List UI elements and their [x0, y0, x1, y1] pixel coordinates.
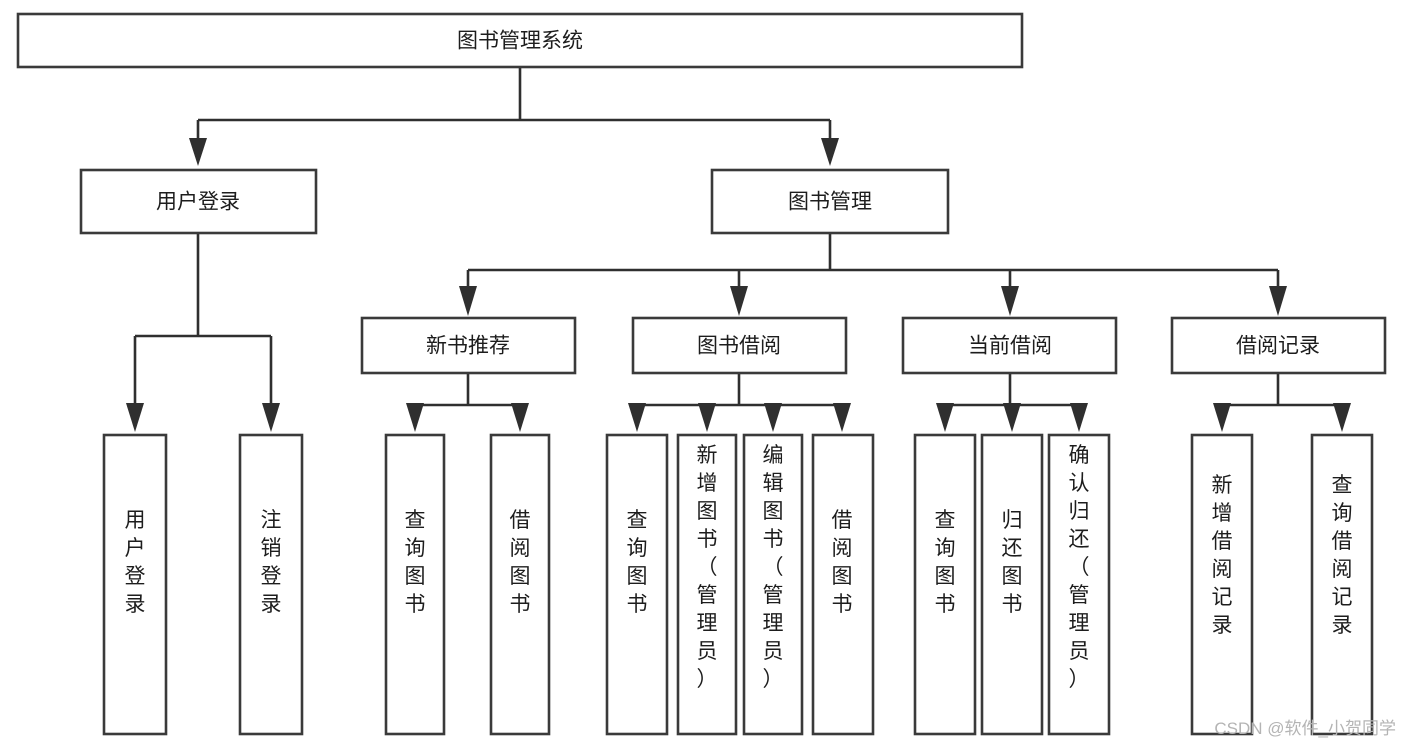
node-leaf-query-book-2-box[interactable] [605, 433, 669, 736]
node-leaf-edit-book[interactable]: 编辑图书（管理员） [742, 433, 804, 736]
node-borrow-record[interactable]: 借阅记录 [1170, 316, 1387, 375]
node-leaf-add-book-label: 新增图书（管理员） [697, 444, 718, 691]
node-book-manage-box[interactable] [710, 168, 950, 235]
arrow-head-new-book-rec [459, 286, 477, 316]
arrow-head-leaf-query-book-1 [406, 403, 424, 432]
node-current-borrow-box[interactable] [901, 316, 1118, 375]
node-new-book-rec-label: 新书推荐 [426, 335, 510, 358]
node-leaf-query-book-3-box[interactable] [913, 433, 977, 736]
node-leaf-user-login[interactable]: 用户登录 [102, 433, 168, 736]
node-leaf-edit-book-box[interactable] [742, 433, 804, 736]
arrow-head-book-borrow [730, 286, 748, 316]
node-leaf-return-book[interactable]: 归还图书 [980, 433, 1044, 736]
node-leaf-query-book-1[interactable]: 查询图书 [384, 433, 446, 736]
node-leaf-return-book-box[interactable] [980, 433, 1044, 736]
arrow-head-leaf-return-book [1003, 403, 1021, 432]
node-leaf-confirm-return[interactable]: 确认归还（管理员） [1047, 433, 1111, 736]
node-leaf-query-record[interactable]: 查询借阅记录 [1310, 433, 1374, 736]
arrow-head-book-manage [821, 138, 839, 166]
node-leaf-confirm-return-box[interactable] [1047, 433, 1111, 736]
node-leaf-return-book-label: 归还图书 [1002, 509, 1023, 616]
node-leaf-user-logout-label: 注销登录 [261, 509, 282, 616]
arrow-head-leaf-confirm-return [1070, 403, 1088, 432]
node-user-login[interactable]: 用户登录 [79, 168, 318, 235]
arrow-head-leaf-borrow-book-2 [833, 403, 851, 432]
node-leaf-confirm-return-label: 确认归还（管理员） [1069, 444, 1090, 691]
node-leaf-borrow-book-1[interactable]: 借阅图书 [489, 433, 551, 736]
node-leaf-add-record-box[interactable] [1190, 433, 1254, 736]
node-leaf-add-record[interactable]: 新增借阅记录 [1190, 433, 1254, 736]
node-root[interactable]: 图书管理系统 [16, 12, 1024, 69]
arrow-head-leaf-query-record [1333, 403, 1351, 432]
node-book-manage-label: 图书管理 [788, 191, 872, 214]
arrow-head-leaf-edit-book [764, 403, 782, 432]
node-leaf-borrow-book-1-label: 借阅图书 [510, 509, 531, 616]
arrow-head-leaf-add-record [1213, 403, 1231, 432]
node-leaf-query-book-2-label: 查询图书 [627, 509, 648, 616]
node-leaf-query-book-3-label: 查询图书 [935, 509, 956, 616]
node-leaf-query-book-2[interactable]: 查询图书 [605, 433, 669, 736]
node-root-label: 图书管理系统 [457, 30, 583, 53]
node-current-borrow[interactable]: 当前借阅 [901, 316, 1118, 375]
arrow-head-leaf-add-book [698, 403, 716, 432]
node-user-login-box[interactable] [79, 168, 318, 235]
node-new-book-rec-box[interactable] [360, 316, 577, 375]
node-leaf-query-record-label: 查询借阅记录 [1332, 474, 1353, 637]
node-current-borrow-label: 当前借阅 [968, 335, 1052, 358]
csdn-watermark: CSDN @软件_小贺同学 [1214, 719, 1396, 738]
node-leaf-borrow-book-2[interactable]: 借阅图书 [811, 433, 875, 736]
arrow-head-leaf-query-book-2 [628, 403, 646, 432]
node-leaf-query-book-1-label: 查询图书 [405, 509, 426, 616]
arrow-head-leaf-user-logout [262, 403, 280, 432]
node-book-manage[interactable]: 图书管理 [710, 168, 950, 235]
node-book-borrow[interactable]: 图书借阅 [631, 316, 848, 375]
arrow-head-borrow-record [1269, 286, 1287, 316]
node-leaf-query-book-3[interactable]: 查询图书 [913, 433, 977, 736]
node-leaf-user-logout-box[interactable] [238, 433, 304, 736]
arrow-head-leaf-query-book-3 [936, 403, 954, 432]
node-book-borrow-label: 图书借阅 [697, 335, 781, 358]
node-new-book-rec[interactable]: 新书推荐 [360, 316, 577, 375]
node-book-borrow-box[interactable] [631, 316, 848, 375]
node-leaf-edit-book-label: 编辑图书（管理员） [763, 444, 784, 691]
node-leaf-add-book[interactable]: 新增图书（管理员） [676, 433, 738, 736]
node-leaf-query-book-1-box[interactable] [384, 433, 446, 736]
node-leaf-borrow-book-1-box[interactable] [489, 433, 551, 736]
node-leaf-add-record-label: 新增借阅记录 [1212, 474, 1233, 637]
node-borrow-record-box[interactable] [1170, 316, 1387, 375]
arrow-head-leaf-borrow-book-1 [511, 403, 529, 432]
node-user-login-label: 用户登录 [156, 191, 240, 214]
node-leaf-query-record-box[interactable] [1310, 433, 1374, 736]
node-leaf-user-logout[interactable]: 注销登录 [238, 433, 304, 736]
node-root-box[interactable] [16, 12, 1024, 69]
arrow-head-leaf-user-login [126, 403, 144, 432]
connector-layer [126, 67, 1351, 432]
node-borrow-record-label: 借阅记录 [1236, 335, 1320, 358]
node-leaf-user-login-label: 用户登录 [125, 509, 146, 616]
node-leaf-borrow-book-2-label: 借阅图书 [832, 509, 853, 616]
arrow-head-current-borrow [1001, 286, 1019, 316]
node-leaf-add-book-box[interactable] [676, 433, 738, 736]
node-leaf-borrow-book-2-box[interactable] [811, 433, 875, 736]
node-leaf-user-login-box[interactable] [102, 433, 168, 736]
arrow-head-user-login [189, 138, 207, 166]
